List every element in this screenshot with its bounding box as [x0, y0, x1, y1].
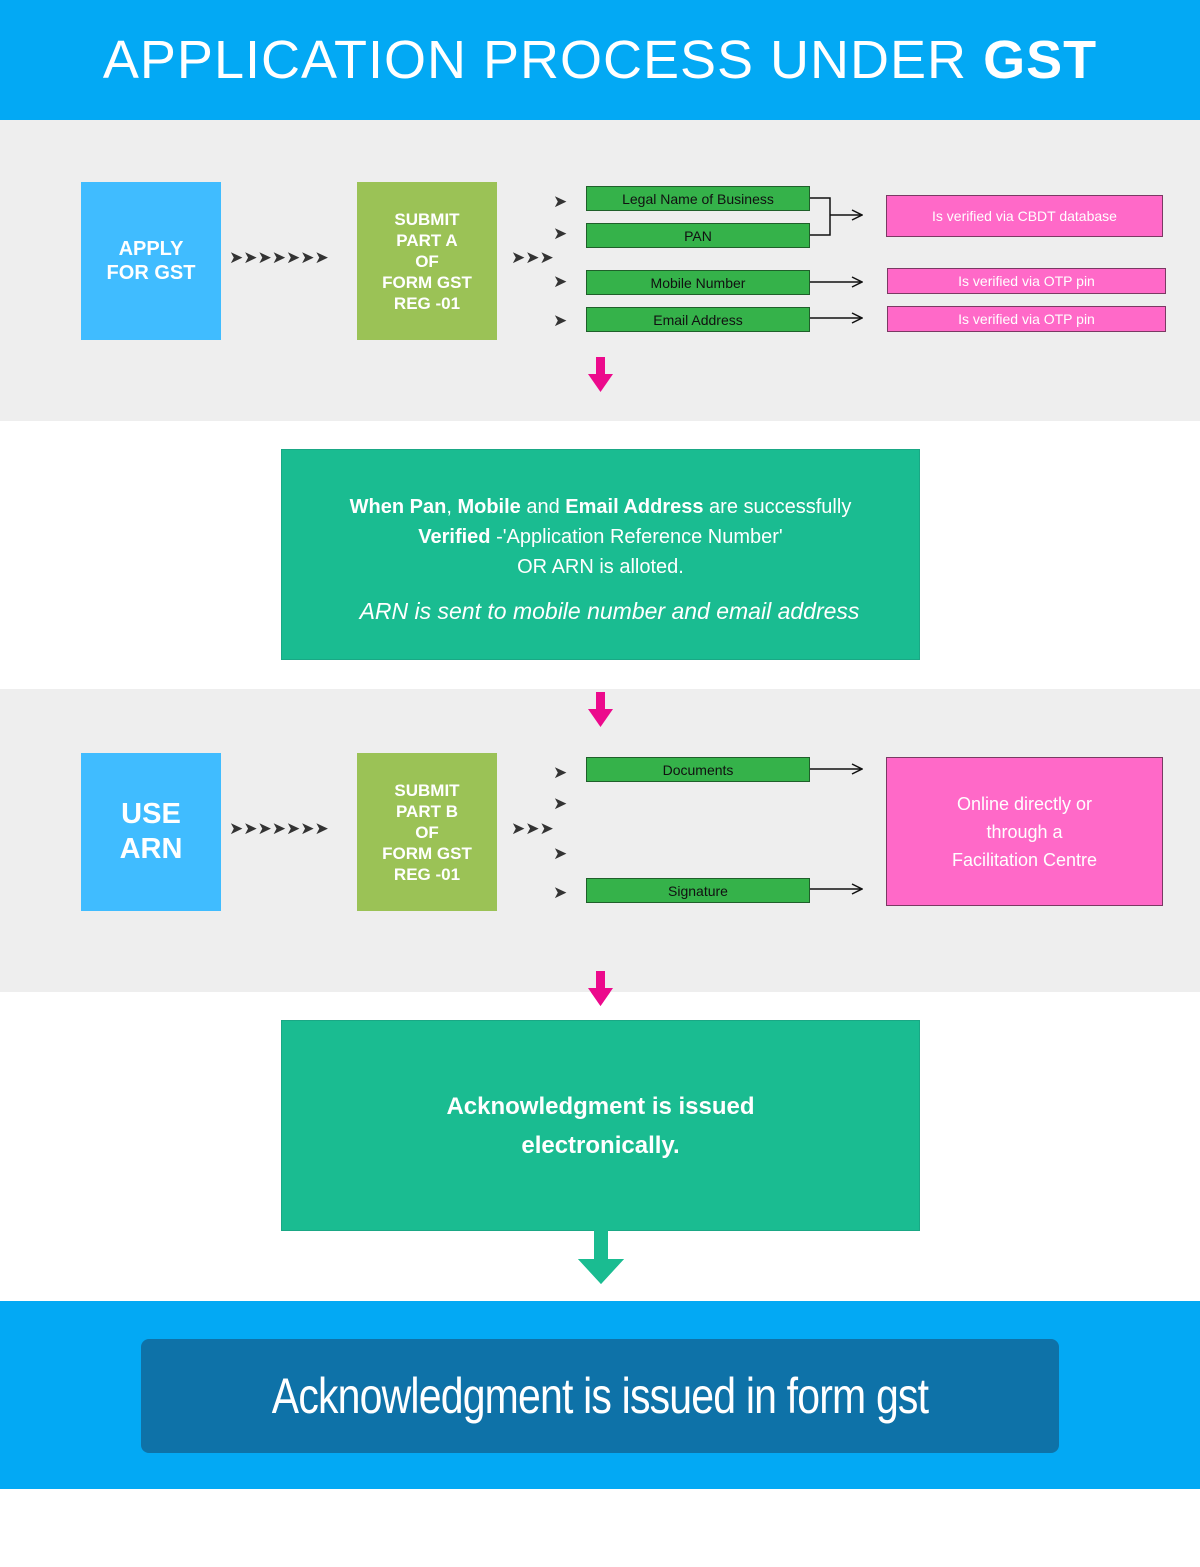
submit-part-a-box: SUBMIT PART A OF FORM GST REG -01 — [357, 182, 497, 340]
chevron-icon: ➤ — [553, 763, 568, 782]
down-arrow-icon — [588, 692, 613, 727]
page-title: APPLICATION PROCESS UNDER GST — [0, 0, 1200, 120]
teal-down-arrow-icon — [578, 1230, 624, 1284]
chevron-icon: ➤ — [553, 272, 568, 291]
title-text: APPLICATION PROCESS UNDER — [102, 30, 968, 90]
submission-destination-box: Online directly or through a Facilitatio… — [886, 757, 1163, 906]
bracket-line — [810, 197, 862, 236]
step2-overlay — [588, 692, 1200, 1489]
chevron-row-icon: ➤➤➤➤➤➤➤ — [229, 819, 329, 838]
chevron-icon: ➤ — [553, 794, 568, 813]
down-arrow-icon — [588, 357, 613, 392]
down-arrow-icon — [588, 971, 613, 1006]
use-arn-box: USE ARN — [81, 753, 221, 911]
title-bold-text: GST — [983, 30, 1098, 90]
final-acknowledgment-banner: Acknowledgment is issued in form gst REG… — [141, 1339, 1059, 1538]
arn-info-box: When Pan, Mobile and Email Address are s… — [281, 449, 920, 660]
field-email-address: Email Address — [586, 307, 810, 332]
verify-otp-mobile-box: Is verified via OTP pin — [887, 268, 1166, 294]
field-pan: PAN — [586, 223, 810, 248]
arn-line-4: ARN is sent to mobile number and email a… — [359, 598, 860, 624]
chevron-icon: ➤ — [553, 311, 568, 330]
chevron-icon: ➤ — [553, 192, 568, 211]
chevron-row-icon: ➤➤➤ — [511, 248, 554, 267]
field-legal-name: Legal Name of Business — [586, 186, 810, 211]
arn-line-3: OR ARN is alloted. — [517, 556, 684, 578]
submit-part-b-box: SUBMIT PART B OF FORM GST REG -01 — [357, 753, 497, 911]
final-acknowledgment-text: Acknowledgment is issued in form gst REG… — [271, 1368, 929, 1538]
field-signature: Signature — [586, 878, 810, 903]
arn-line-2: Verified -'Application Reference Number' — [418, 526, 783, 548]
field-documents: Documents — [586, 757, 810, 782]
chevron-icon: ➤ — [553, 883, 568, 902]
chevron-row-icon: ➤➤➤➤➤➤➤ — [229, 248, 329, 267]
arn-line-1: When Pan, Mobile and Email Address are s… — [349, 496, 852, 518]
field-mobile-number: Mobile Number — [586, 270, 810, 295]
verify-cbdt-box: Is verified via CBDT database — [886, 195, 1163, 237]
verify-otp-email-box: Is verified via OTP pin — [887, 306, 1166, 332]
chevron-row-icon: ➤➤➤ — [511, 819, 554, 838]
ack-electronic-text: Acknowledgment is issued electronically. — [446, 1092, 755, 1159]
chevron-icon: ➤ — [553, 844, 568, 863]
apply-for-gst-box: APPLY FOR GST — [81, 182, 221, 340]
step3-overlay — [588, 971, 613, 1006]
ack-electronic-box: Acknowledgment is issued electronically. — [281, 1020, 920, 1231]
teal-arrow-overlay — [578, 1230, 624, 1284]
chevron-icon: ➤ — [553, 224, 568, 243]
